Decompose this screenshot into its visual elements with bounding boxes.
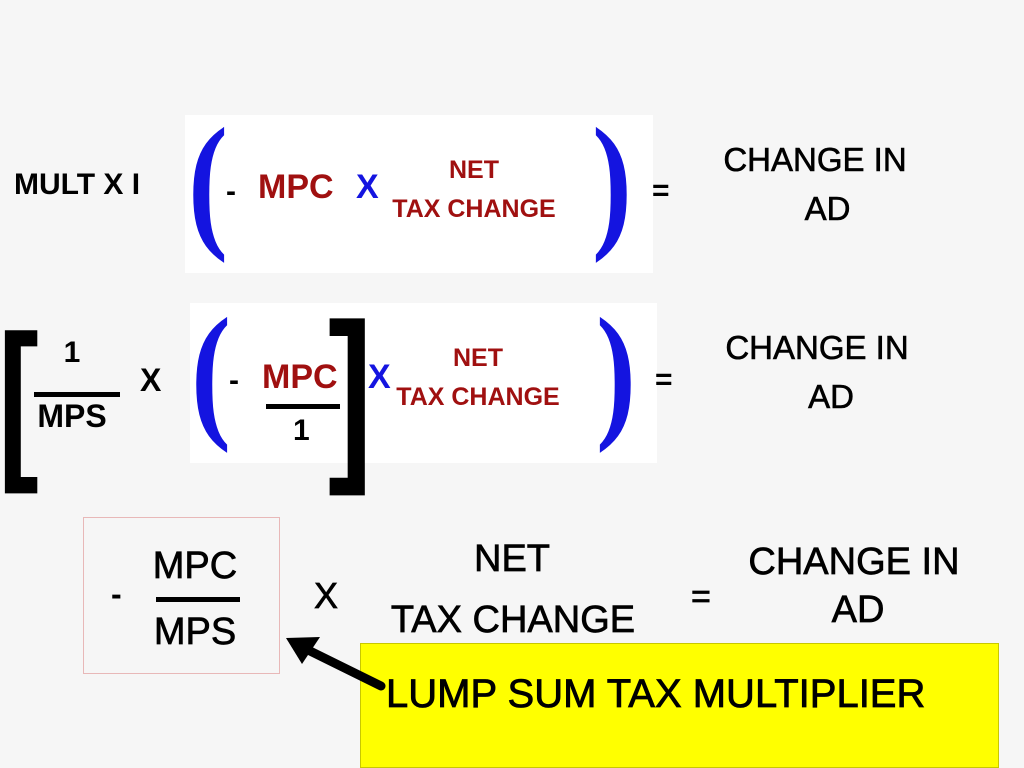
row3-times: X — [314, 575, 339, 616]
row1-equals: = — [652, 174, 670, 207]
row1-white-box — [185, 115, 653, 273]
lump-sum-callout-label: LUMP SUM TAX MULTIPLIER — [386, 672, 926, 716]
row1-net-line2: TAX CHANGE — [392, 195, 556, 223]
row2-one: 1 — [293, 414, 310, 447]
row3-equals: = — [691, 578, 712, 616]
row3-minus: - — [111, 576, 122, 612]
row1-minus: - — [226, 175, 236, 208]
row2-equals: = — [655, 363, 673, 396]
row2-net-line2: TAX CHANGE — [396, 383, 560, 411]
row1-mpc: MPC — [258, 168, 334, 206]
row2-close-paren: ) — [596, 288, 636, 454]
row2-open-paren: ( — [191, 288, 231, 454]
row1-net-line1: NET — [449, 156, 499, 184]
row2-open-bracket: [ — [0, 300, 39, 495]
row2-minus: - — [229, 364, 239, 397]
row1-times: X — [356, 168, 379, 206]
row1-result-line2: AD — [804, 190, 851, 227]
row1-close-paren: ) — [592, 98, 632, 264]
row2-mpc-frac-bar — [266, 404, 340, 409]
row2-white-box — [190, 303, 657, 463]
row3-frac-bar — [156, 597, 240, 602]
row1-prefix: MULT X I — [14, 168, 141, 201]
row2-times1: X — [140, 362, 162, 398]
row3-result-line2: AD — [831, 589, 885, 631]
row3-frac-num: MPC — [152, 545, 238, 587]
row2-times2: X — [368, 358, 391, 396]
row2-mpc: MPC — [262, 358, 338, 396]
row3-multiplier-box — [83, 517, 280, 674]
row1-open-paren: ( — [188, 98, 228, 264]
row3-result-line1: CHANGE IN — [748, 541, 960, 583]
row1-result-line1: CHANGE IN — [723, 141, 907, 178]
row2-result-line1: CHANGE IN — [725, 329, 909, 366]
row2-result-line2: AD — [808, 378, 854, 415]
row2-close-bracket: ] — [328, 285, 373, 497]
row2-frac-den: MPS — [37, 398, 107, 434]
row3-net-line2: TAX CHANGE — [390, 599, 636, 641]
row3-net-line1: NET — [474, 538, 551, 580]
arrow-head — [286, 637, 320, 664]
row2-net-line1: NET — [453, 344, 503, 372]
row2-frac-bar — [34, 392, 120, 397]
row2-frac-num: 1 — [63, 336, 81, 369]
row3-frac-den: MPS — [153, 611, 237, 653]
